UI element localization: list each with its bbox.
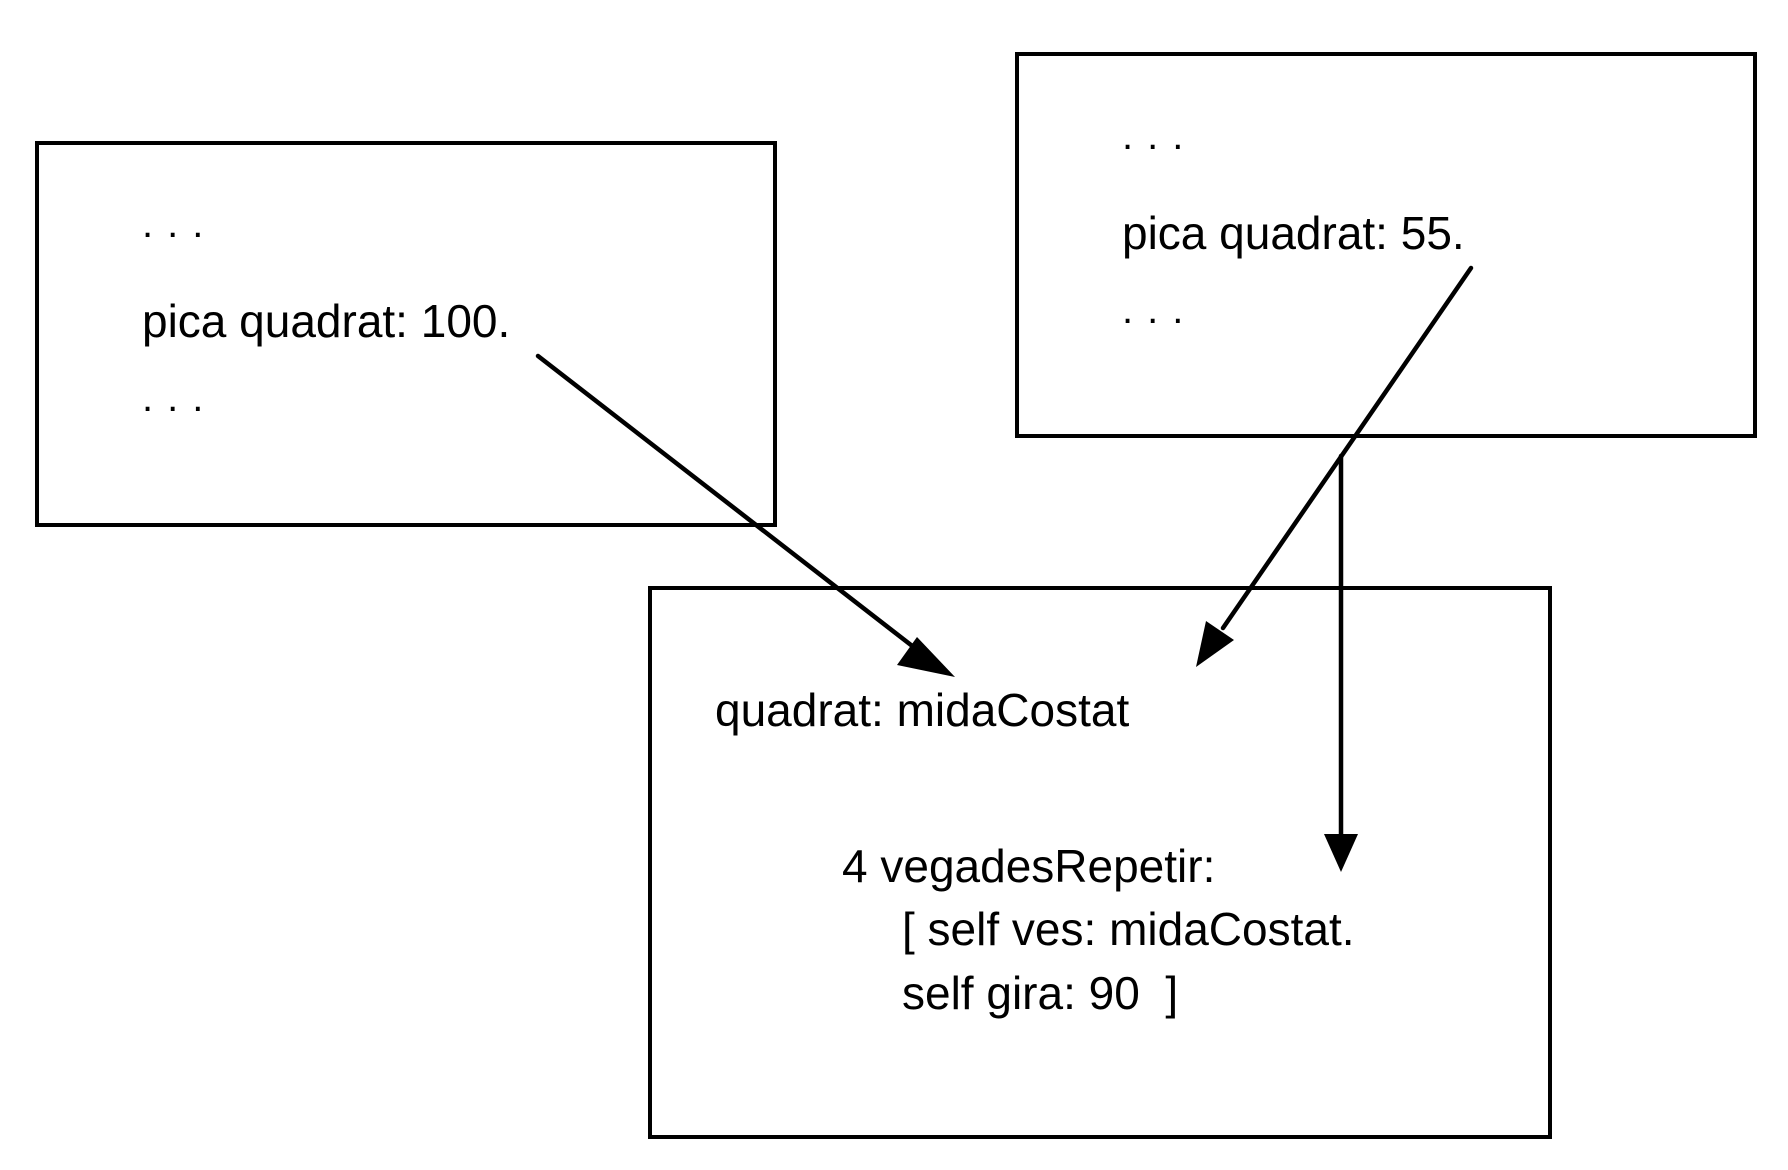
- caller-left-call-100: pica quadrat: 100.: [142, 295, 511, 347]
- method-signature: quadrat: midaCostat: [715, 684, 1130, 736]
- caller-box-left: [35, 141, 777, 527]
- method-body-forward: [ self ves: midaCostat.: [902, 903, 1355, 955]
- caller-box-right: [1015, 52, 1757, 438]
- method-body-repeat: 4 vegadesRepetir:: [842, 840, 1216, 892]
- caller-right-ellipsis-top: ...: [1122, 114, 1198, 158]
- caller-right-call-55: pica quadrat: 55.: [1122, 207, 1465, 259]
- caller-right-ellipsis-bottom: ...: [1122, 288, 1198, 332]
- caller-left-ellipsis-bottom: ...: [142, 376, 218, 420]
- arrow-call-100-to-method: [535, 353, 955, 677]
- caller-left-ellipsis-top: ...: [142, 202, 218, 246]
- arrow-into-method-body: [1324, 453, 1358, 872]
- arrowhead-icon: [1324, 834, 1358, 872]
- method-body-turn: self gira: 90 ]: [902, 967, 1179, 1019]
- arrowhead-icon: [1196, 621, 1234, 667]
- arrowhead-icon: [897, 637, 955, 677]
- arrow-call-55-to-method: [1196, 265, 1474, 667]
- method-box: [648, 586, 1552, 1139]
